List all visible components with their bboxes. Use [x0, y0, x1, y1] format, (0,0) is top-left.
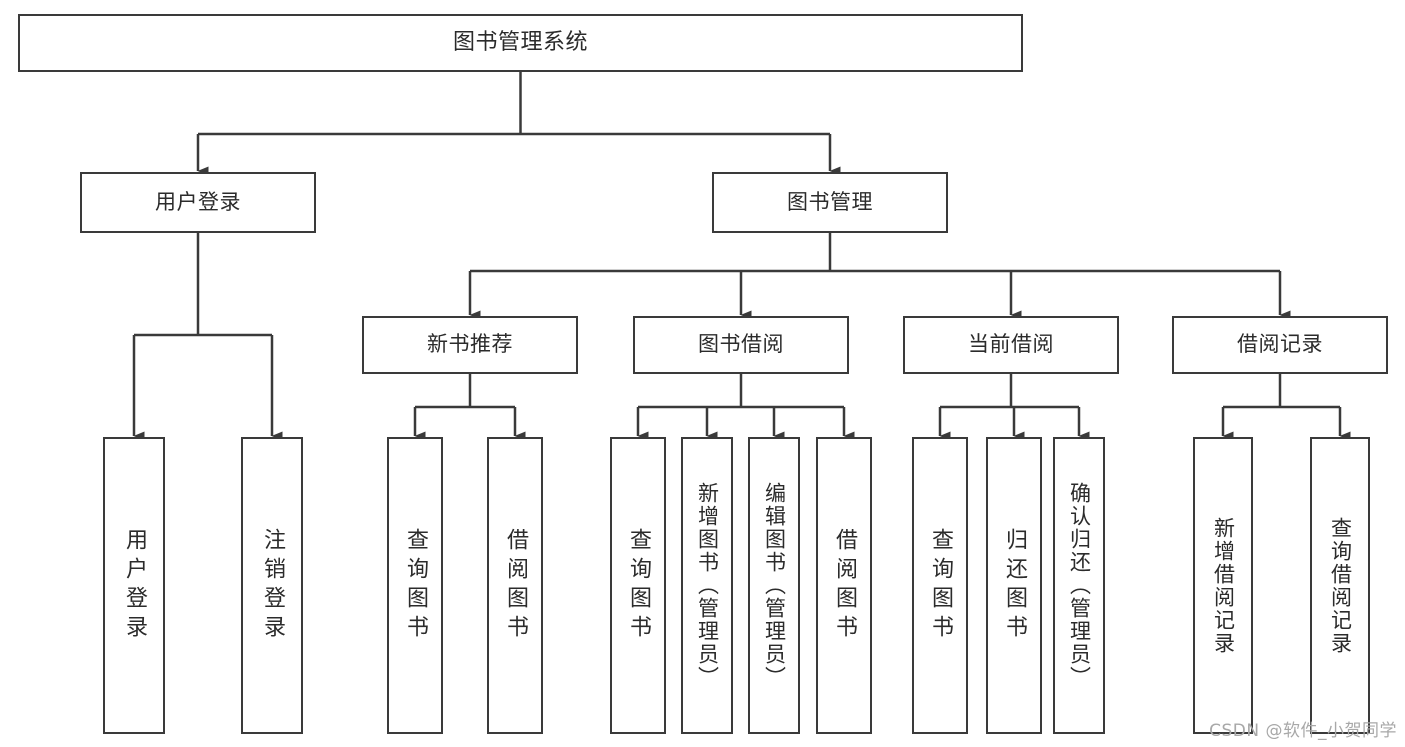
node-borrow-record-label: 借阅记录 — [1237, 332, 1323, 357]
leaf-user-login[interactable]: 用户登录 — [103, 437, 165, 734]
leaf-query-book-2[interactable]: 查询图书 — [610, 437, 666, 734]
leaf-borrow-book-2-label: 借阅图书 — [832, 527, 857, 644]
leaf-borrow-book-1-label: 借阅图书 — [503, 527, 528, 644]
leaf-edit-book-admin[interactable]: 编辑图书（管理员） — [748, 437, 800, 734]
node-root-label: 图书管理系统 — [452, 29, 588, 55]
node-new-book-rec-label: 新书推荐 — [427, 332, 513, 357]
leaf-confirm-return-admin-label: 确认归还（管理员） — [1067, 482, 1092, 689]
leaf-confirm-return-admin[interactable]: 确认归还（管理员） — [1053, 437, 1105, 734]
leaf-logout-label: 注销登录 — [260, 527, 285, 644]
leaf-add-book-admin[interactable]: 新增图书（管理员） — [681, 437, 733, 734]
node-current-borrow[interactable]: 当前借阅 — [903, 316, 1119, 374]
leaf-borrow-book-1[interactable]: 借阅图书 — [487, 437, 543, 734]
node-new-book-rec[interactable]: 新书推荐 — [362, 316, 578, 374]
node-book-borrow[interactable]: 图书借阅 — [633, 316, 849, 374]
node-root[interactable]: 图书管理系统 — [18, 14, 1023, 72]
leaf-query-book-3[interactable]: 查询图书 — [912, 437, 968, 734]
leaf-query-book-2-label: 查询图书 — [626, 527, 651, 644]
leaf-query-book-1[interactable]: 查询图书 — [387, 437, 443, 734]
leaf-borrow-book-2[interactable]: 借阅图书 — [816, 437, 872, 734]
leaf-query-book-3-label: 查询图书 — [928, 527, 953, 644]
leaf-add-borrow-record[interactable]: 新增借阅记录 — [1193, 437, 1253, 734]
leaf-return-book[interactable]: 归还图书 — [986, 437, 1042, 734]
node-user-login[interactable]: 用户登录 — [80, 172, 316, 233]
leaf-query-borrow-record[interactable]: 查询借阅记录 — [1310, 437, 1370, 734]
leaf-logout[interactable]: 注销登录 — [241, 437, 303, 734]
node-user-login-label: 用户登录 — [155, 189, 241, 214]
node-book-manage[interactable]: 图书管理 — [712, 172, 948, 233]
node-current-borrow-label: 当前借阅 — [968, 332, 1054, 357]
node-book-manage-label: 图书管理 — [787, 189, 873, 214]
watermark-text: CSDN @软件_小贺同学 — [1209, 721, 1397, 741]
leaf-add-borrow-record-label: 新增借阅记录 — [1211, 516, 1236, 655]
leaf-query-borrow-record-label: 查询借阅记录 — [1328, 516, 1353, 655]
leaf-edit-book-admin-label: 编辑图书（管理员） — [762, 482, 787, 689]
leaf-user-login-label: 用户登录 — [122, 527, 147, 644]
leaf-return-book-label: 归还图书 — [1002, 527, 1027, 644]
node-book-borrow-label: 图书借阅 — [698, 332, 784, 357]
node-borrow-record[interactable]: 借阅记录 — [1172, 316, 1388, 374]
leaf-add-book-admin-label: 新增图书（管理员） — [695, 482, 720, 689]
leaf-query-book-1-label: 查询图书 — [403, 527, 428, 644]
